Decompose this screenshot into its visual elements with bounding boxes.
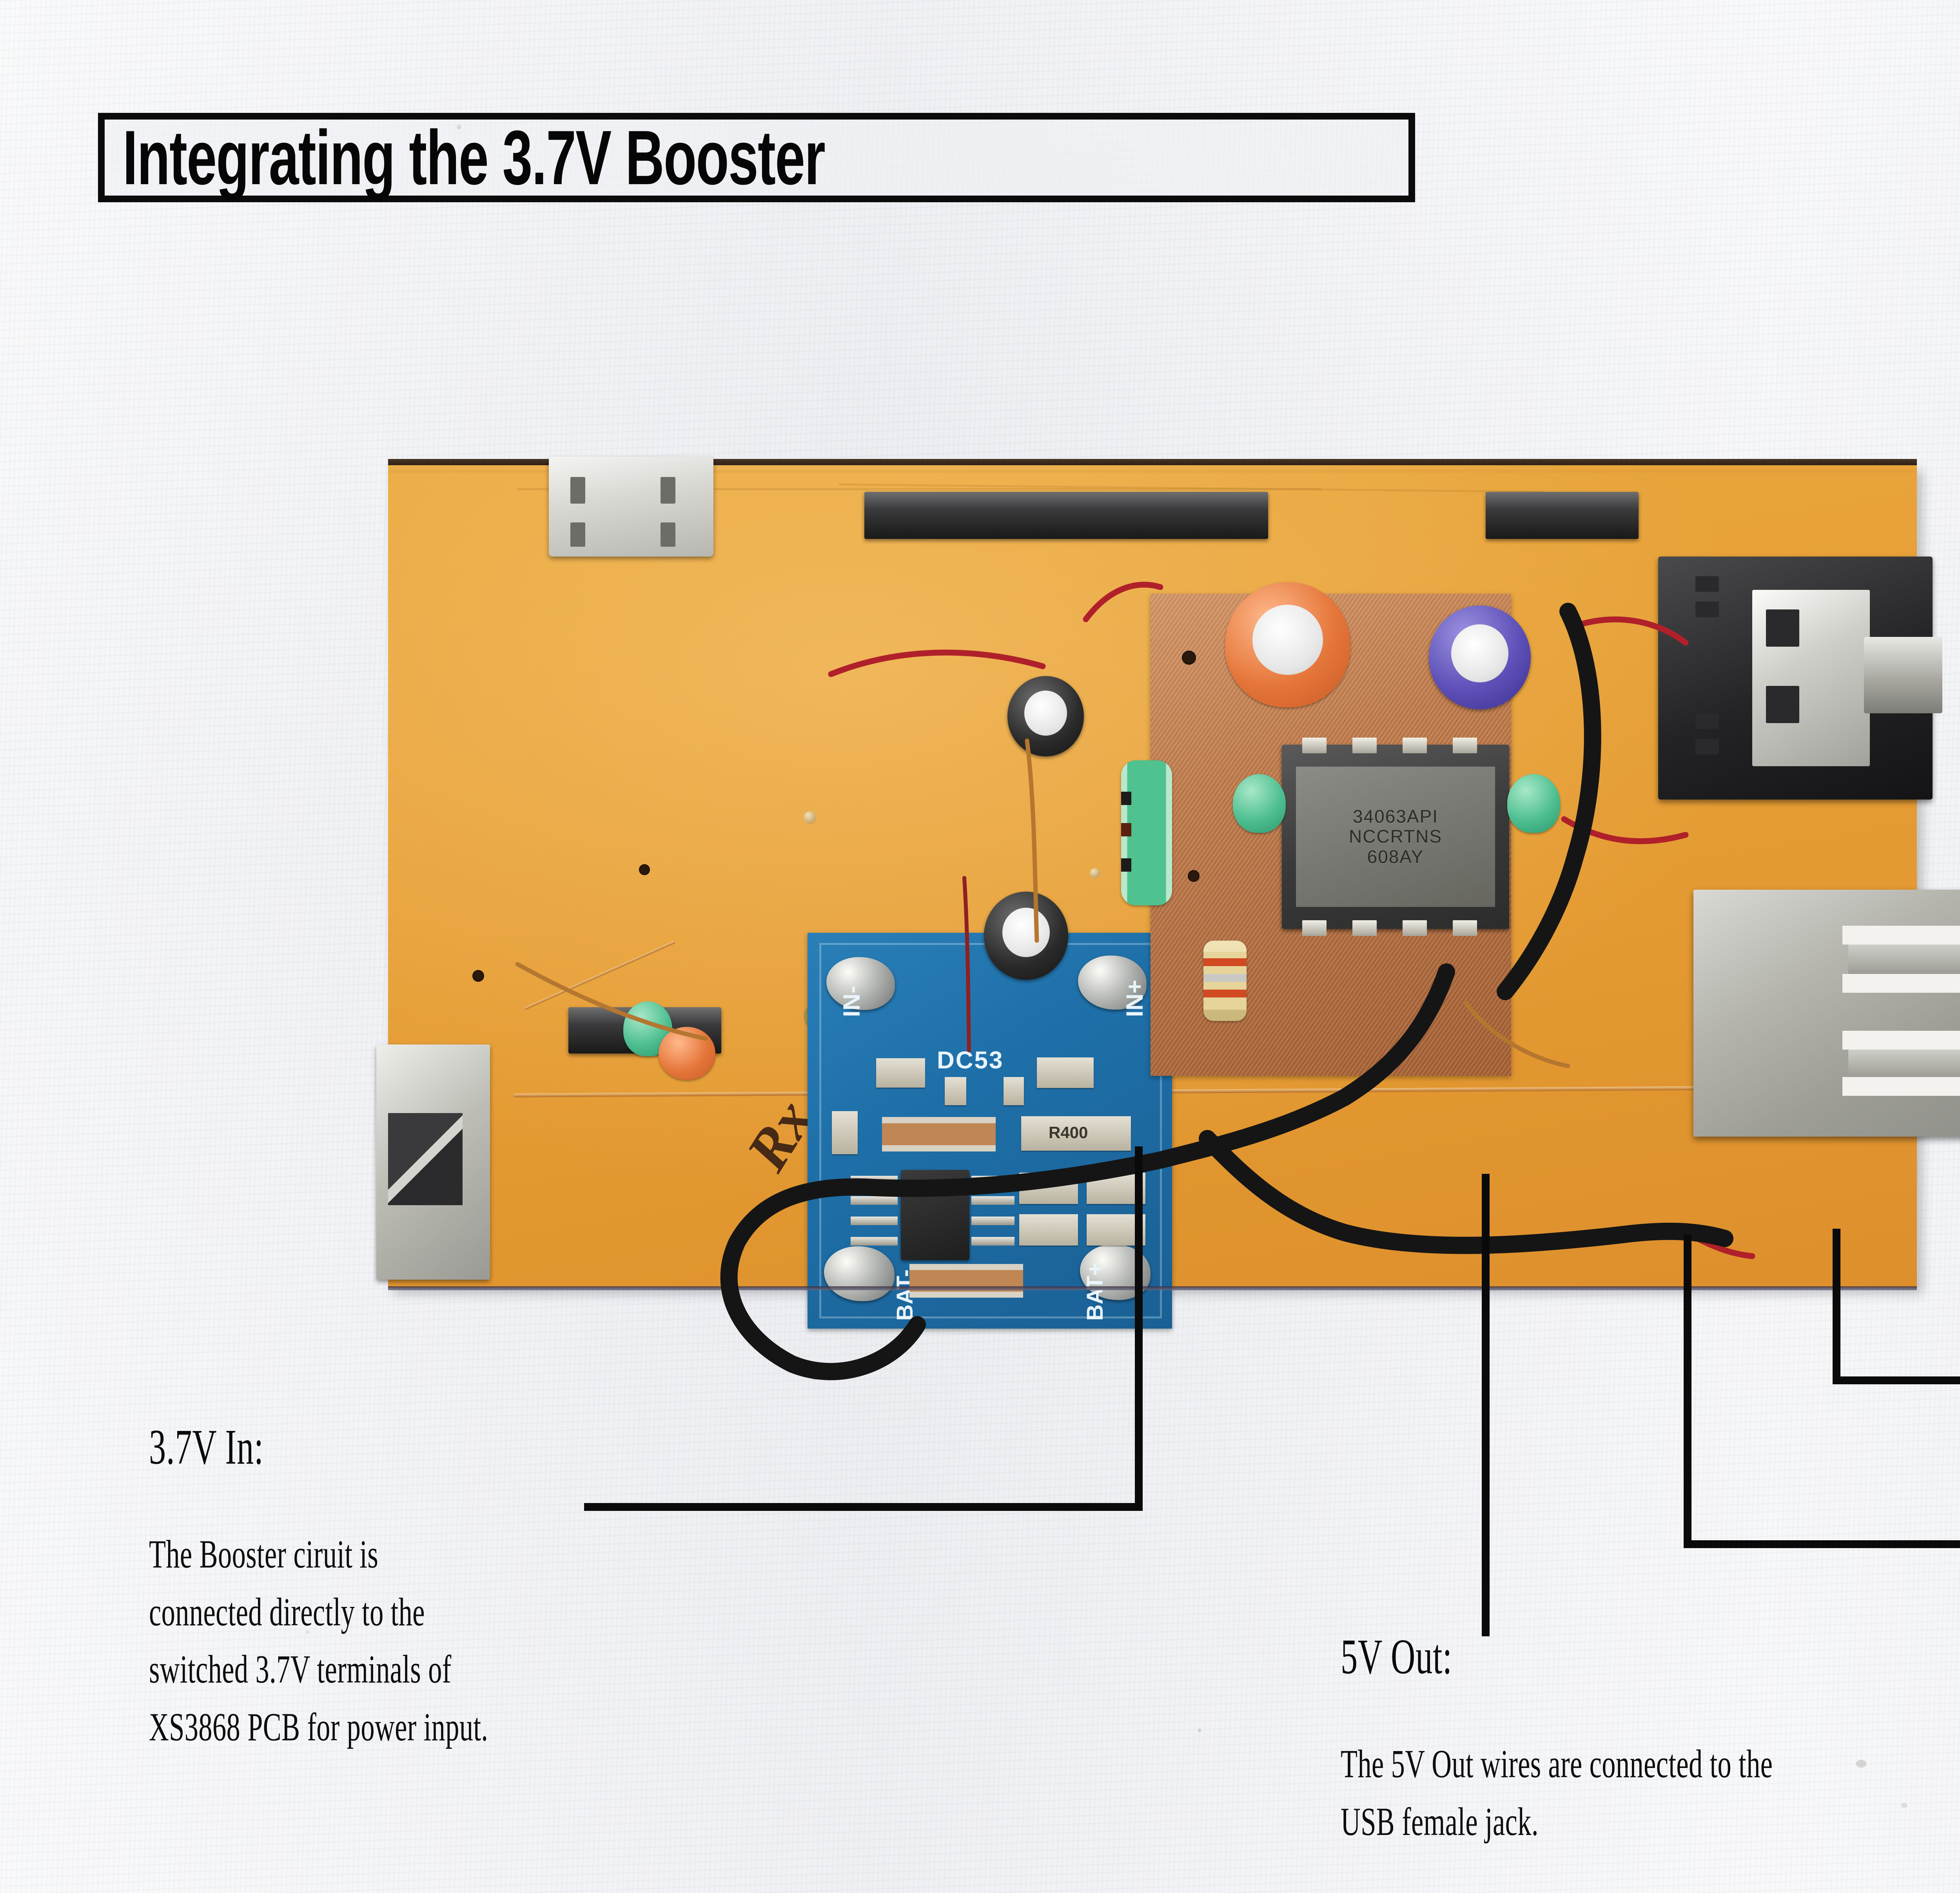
- ic-marking-line2: NCCRTNS: [1348, 826, 1443, 847]
- usb-a-female-jack[interactable]: [1693, 890, 1960, 1137]
- page-title: Integrating the 3.7V Booster: [123, 114, 826, 201]
- annotation-line: connected directly to the: [149, 1590, 425, 1634]
- annotation-3v7-in: 3.7V In: The Booster ciruit is connected…: [149, 1419, 573, 1749]
- mc34063-regulator-ic: 34063API NCCRTNS 608AY: [1282, 738, 1509, 936]
- module-pad-label-in-plus: IN+: [1122, 979, 1148, 1017]
- annotation-3v7-in-body: The Booster ciruit is connected directly…: [149, 1526, 488, 1757]
- annotation-5v-out-heading: 5V Out:: [1341, 1629, 1452, 1684]
- annotation-line: switched 3.7V terminals of: [149, 1648, 452, 1692]
- green-inductor: [1121, 760, 1172, 905]
- black-electrolytic-capacitor-upper: [1007, 676, 1084, 756]
- module-silkscreen-id: DC53: [937, 1047, 1004, 1074]
- copper-trace: [524, 940, 676, 1010]
- tp4056-ic: [901, 1170, 969, 1260]
- black-electrolytic-capacitor-lower: [984, 892, 1068, 980]
- ic-marking-line1: 34063API: [1352, 806, 1439, 827]
- green-ceramic-capacitor-left: [1233, 774, 1286, 833]
- annotation-5v-out-body: The 5V Out wires are connected to the US…: [1341, 1736, 1773, 1851]
- pin-header-6way[interactable]: [864, 492, 1268, 539]
- orange-electrolytic-capacitor: [1225, 582, 1350, 707]
- purple-electrolytic-capacitor: [1429, 606, 1531, 709]
- annotation-line: USB female jack.: [1341, 1800, 1539, 1844]
- module-resistor-code: R400: [1049, 1123, 1088, 1142]
- audio-jack-connector[interactable]: [1658, 557, 1942, 800]
- pin-header-2way-top[interactable]: [1486, 492, 1639, 539]
- orange-ceramic-capacitor: [659, 1027, 715, 1080]
- module-pad-label-in-minus: IN-: [838, 986, 865, 1017]
- green-ceramic-capacitor-right: [1507, 774, 1560, 833]
- slide-switch[interactable]: [376, 1044, 490, 1280]
- perfboard-photo: S Rx Tx IN- IN+ BAT- BAT+ DC53 R400: [376, 457, 1960, 1329]
- module-resistor-r400: R400: [1021, 1116, 1131, 1151]
- module-resistor: [882, 1117, 996, 1151]
- annotation-3v7-in-heading: 3.7V In:: [149, 1420, 264, 1475]
- page-title-box: Integrating the 3.7V Booster: [98, 113, 1415, 202]
- annotation-line: XS3868 PCB for power input.: [149, 1705, 488, 1750]
- annotation-line: The 5V Out wires are connected to the: [1341, 1742, 1773, 1786]
- tp4056-charger-module: IN- IN+ BAT- BAT+ DC53 R400: [808, 933, 1172, 1329]
- ic-marking-line3: 608AY: [1367, 846, 1424, 867]
- annotation-line: The Booster ciruit is: [149, 1532, 379, 1577]
- micro-usb-charge-port[interactable]: [549, 457, 713, 557]
- annotation-5v-out: 5V Out: The 5V Out wires are connected t…: [1341, 1628, 1881, 1844]
- striped-resistor: [1203, 941, 1247, 1021]
- module-pad-label-bat-plus: BAT+: [1082, 1262, 1108, 1321]
